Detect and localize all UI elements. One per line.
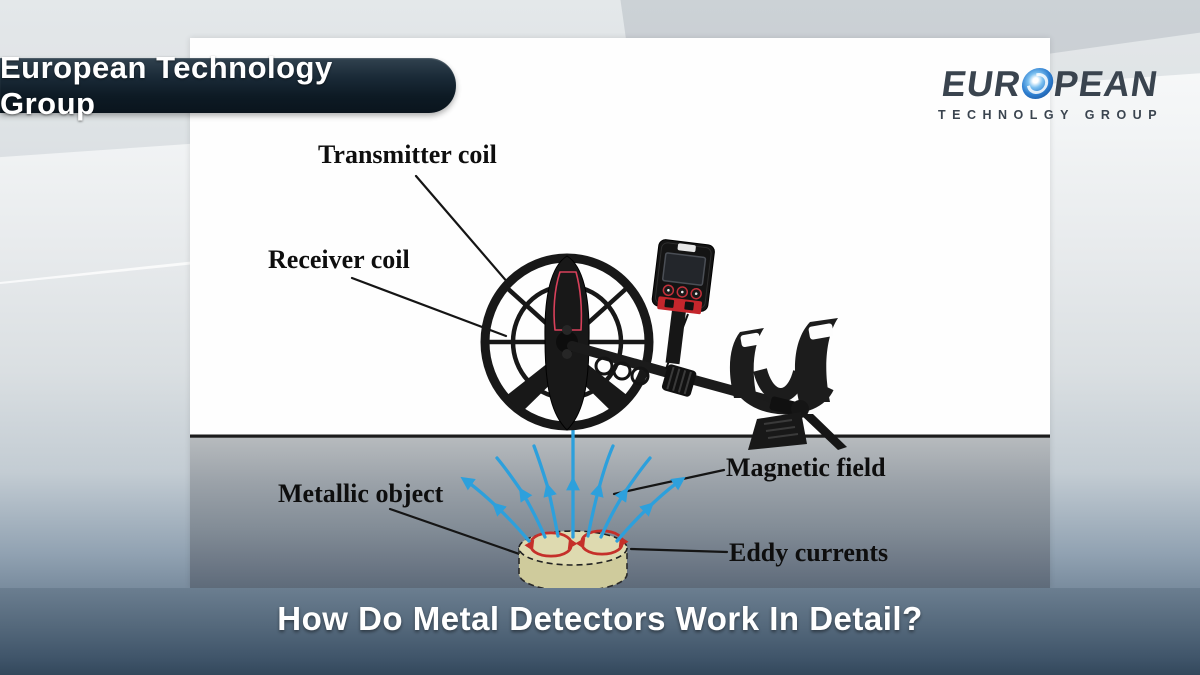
underground-region (190, 437, 1050, 588)
logo-word-start: EUR (939, 63, 1025, 104)
label-eddy-currents: Eddy currents (729, 538, 889, 567)
company-logo: EUR PEAN TECHNOLGY GROUP (928, 63, 1173, 122)
brand-badge-label: European Technology Group (0, 49, 333, 121)
logo-word-end: PEAN (1051, 63, 1162, 104)
page-title: How Do Metal Detectors Work In Detail? (277, 600, 923, 637)
label-receiver-coil: Receiver coil (268, 245, 410, 274)
title-bar: How Do Metal Detectors Work In Detail? (0, 588, 1200, 675)
label-metallic-object: Metallic object (278, 479, 444, 508)
label-transmitter-coil: Transmitter coil (318, 140, 497, 169)
label-magnetic-field: Magnetic field (726, 453, 886, 482)
logo-globe-icon (1020, 68, 1056, 99)
logo-tagline: TECHNOLGY GROUP (937, 108, 1164, 122)
brand-badge: European Technology Group (0, 50, 456, 121)
logo-wordmark: EUR PEAN (939, 63, 1162, 104)
